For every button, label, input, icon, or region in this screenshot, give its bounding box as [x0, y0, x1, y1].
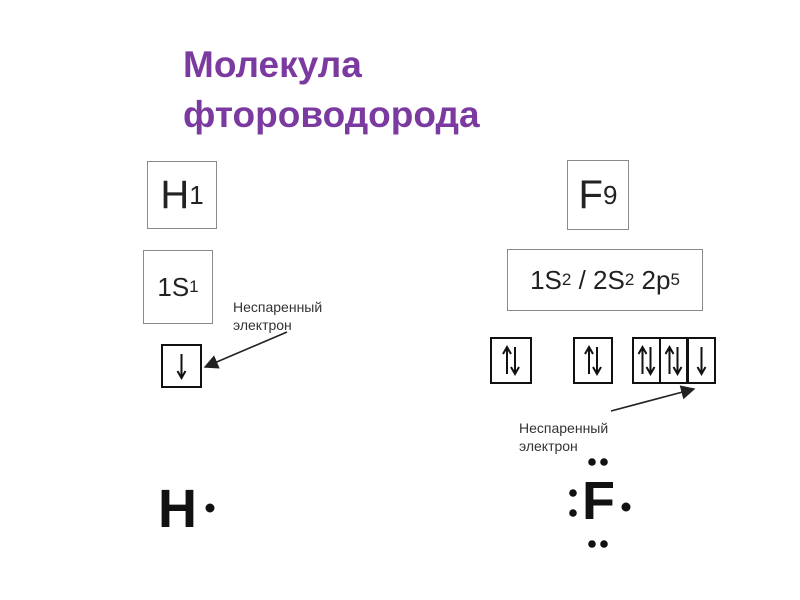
fluorine-config-1s: 1S — [530, 264, 562, 295]
fluorine-symbol: F — [578, 172, 603, 217]
fluorine-label-line-1: Неспаренный — [519, 420, 609, 436]
title-line-2: фтороводорода — [183, 94, 480, 135]
fluorine-unpaired-label: Неспаренный электрон — [519, 419, 608, 455]
fluorine-orbital-2p-3-arrow-down-head — [696, 366, 707, 377]
fluorine-orbital-2s-arrow-down-head — [592, 366, 602, 377]
fluorine-dot-bottom-2 — [600, 540, 608, 548]
fluorine-dot-left-1 — [569, 489, 577, 497]
hydrogen-symbol: H — [160, 172, 190, 217]
hydrogen-electron-dot — [205, 503, 215, 513]
fluorine-orbital-2p-1-arrow-up-head — [637, 344, 648, 355]
fluorine-dot-right — [621, 502, 631, 512]
fluorine-pointer-arrow — [610, 385, 696, 412]
fluorine-orbital-2p-1 — [632, 337, 661, 384]
fluorine-lewis-symbol: F — [582, 471, 615, 531]
fluorine-orbital-2p-2-border — [659, 337, 688, 384]
hydrogen-orbital-1s — [161, 344, 202, 388]
fluorine-orbital-2p-1-border — [632, 337, 661, 384]
hydrogen-orbital-1s-arrow-down-head — [176, 370, 187, 381]
fluorine-label-line-2: электрон — [519, 438, 578, 454]
fluorine-dot-bottom-1 — [588, 540, 596, 548]
hydrogen-unpaired-label: Неспаренный электрон — [233, 298, 322, 334]
fluorine-orbital-1s-arrow-down-head — [510, 366, 520, 377]
fluorine-config-2p: 2p — [634, 264, 671, 295]
hydrogen-config-base: 1S — [157, 271, 190, 302]
fluorine-orbital-2s — [573, 337, 613, 384]
fluorine-dot-top-2 — [600, 458, 608, 466]
fluorine-config-separator: / — [571, 264, 594, 295]
hydrogen-pointer-arrow — [203, 331, 288, 369]
fluorine-orbital-1s-border — [490, 337, 532, 384]
fluorine-dot-top-1 — [588, 458, 596, 466]
orbital-cells — [161, 337, 716, 388]
fluorine-orbital-2s-arrow-up-head — [584, 344, 594, 355]
hydrogen-label-line-2: электрон — [233, 317, 292, 333]
fluorine-dot-left-2 — [569, 509, 577, 517]
title-line-1: Молекула — [183, 44, 362, 85]
fluorine-orbital-2p-2 — [659, 337, 688, 384]
fluorine-orbital-1s-arrow-up-head — [502, 344, 512, 355]
fluorine-config-2s: 2S — [593, 264, 625, 295]
fluorine-orbital-2p-1-arrow-down-head — [645, 366, 656, 377]
hydrogen-lewis-symbol: H — [158, 479, 197, 539]
fluorine-orbital-2p-3 — [687, 337, 716, 384]
hydrogen-label-line-1: Неспаренный — [233, 299, 323, 315]
fluorine-orbital-2p-2-arrow-down-head — [672, 366, 683, 377]
fluorine-orbital-1s — [490, 337, 532, 384]
fluorine-orbital-2s-border — [573, 337, 613, 384]
fluorine-orbital-2p-2-arrow-up-head — [664, 344, 675, 355]
fluorine-electron-dots — [569, 458, 631, 548]
page-title: Молекула фтороводорода — [183, 40, 480, 140]
